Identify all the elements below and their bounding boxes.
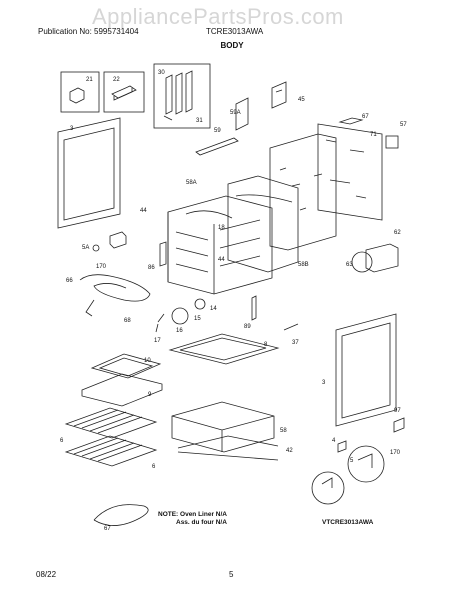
label-part-10: 10 (144, 358, 151, 364)
oven-door-right (335, 313, 397, 427)
label-part-71: 71 (370, 132, 377, 138)
terminal-block (351, 243, 399, 273)
footer-page-number: 5 (229, 570, 234, 579)
note-line-2: Ass. du four N/A (176, 519, 227, 526)
publication-number: Publication No: 5995731404 (38, 27, 139, 36)
label-part-44-b: 44 (218, 257, 225, 263)
note-line-1: NOTE: Oven Liner N/A (158, 511, 227, 518)
label-part-62: 62 (394, 230, 401, 236)
label-part-3-right: 3 (322, 380, 326, 386)
label-part-14: 14 (210, 306, 217, 312)
footer-date: 08/22 (36, 570, 57, 579)
label-part-59: 59 (214, 128, 221, 134)
page-title: BODY (220, 41, 244, 50)
label-part-6-lower: 6 (152, 464, 156, 470)
label-part-30: 30 (158, 70, 165, 76)
label-part-45: 45 (298, 97, 305, 103)
model-number: TCRE3013AWA (206, 27, 264, 36)
label-part-42: 42 (286, 448, 293, 454)
label-part-16: 16 (176, 328, 183, 334)
label-part-5a: 5A (82, 245, 89, 251)
label-part-15: 15 (194, 316, 201, 322)
part-59-strip (195, 137, 239, 156)
label-part-17: 17 (154, 338, 161, 344)
hinge-4 (337, 440, 347, 453)
part-59a-bracket (235, 97, 249, 131)
part-45-bracket (271, 81, 287, 109)
part-22-box (103, 71, 145, 113)
label-part-170-b: 170 (390, 450, 401, 456)
hinge-detail-5 (311, 445, 385, 505)
hinge-170 (393, 417, 405, 433)
part-14-light (194, 298, 206, 310)
drawer-rail-42 (177, 435, 279, 461)
label-part-4: 4 (332, 438, 336, 444)
label-part-6-upper: 6 (60, 438, 64, 444)
note-block: NOTE: Oven Liner N/A Ass. du four N/A (158, 511, 227, 527)
oven-door-left (57, 117, 121, 229)
label-part-3-left: 3 (70, 126, 74, 132)
drawer-box (171, 401, 275, 453)
label-part-18: 18 (218, 225, 225, 231)
broil-element-67 (93, 504, 149, 526)
cabinet-side-panel (269, 133, 337, 251)
drawer-top (168, 333, 280, 365)
label-part-31: 31 (196, 118, 203, 124)
part-21-box (60, 71, 100, 113)
label-part-37: 37 (292, 340, 299, 346)
part-86-bracket (159, 241, 167, 267)
part-37-wire (283, 323, 299, 331)
oven-rack-upper (64, 407, 158, 439)
part-89-switch (251, 295, 257, 321)
diagram-code: VTCRE3013AWA (322, 519, 374, 526)
label-part-63: 63 (346, 262, 353, 268)
oven-rack-lower (64, 435, 158, 467)
label-part-68: 68 (124, 318, 131, 324)
label-part-58b: 58B (298, 262, 309, 268)
label-part-58: 58 (280, 428, 287, 434)
bake-element-66 (79, 274, 151, 317)
label-part-59a: 59A (230, 110, 241, 116)
insulation-58a (227, 175, 299, 273)
label-part-9: 9 (148, 392, 152, 398)
label-part-57: 57 (400, 122, 407, 128)
part-16-knob (171, 307, 189, 325)
label-part-170-a: 170 (96, 264, 107, 270)
hinge-5a (109, 231, 127, 249)
broiler-pan (81, 353, 163, 407)
label-part-8: 8 (264, 342, 268, 348)
part-17-sensor (155, 313, 165, 333)
label-part-67-bottom: 67 (104, 526, 111, 532)
label-part-44-a: 44 (140, 208, 147, 214)
label-part-67-top: 67 (362, 114, 369, 120)
part-30-31-box (153, 63, 211, 129)
back-panel (317, 117, 399, 221)
label-part-66: 66 (66, 278, 73, 284)
label-part-21: 21 (86, 77, 93, 83)
watermark: AppliancePartsPros.com (92, 4, 344, 29)
label-part-22: 22 (113, 77, 120, 83)
label-part-5: 5 (350, 458, 354, 464)
label-part-58a: 58A (186, 180, 197, 186)
label-part-97: 97 (394, 408, 401, 414)
label-part-86: 86 (148, 265, 155, 271)
oven-cavity (167, 195, 273, 295)
label-part-89: 89 (244, 324, 251, 330)
